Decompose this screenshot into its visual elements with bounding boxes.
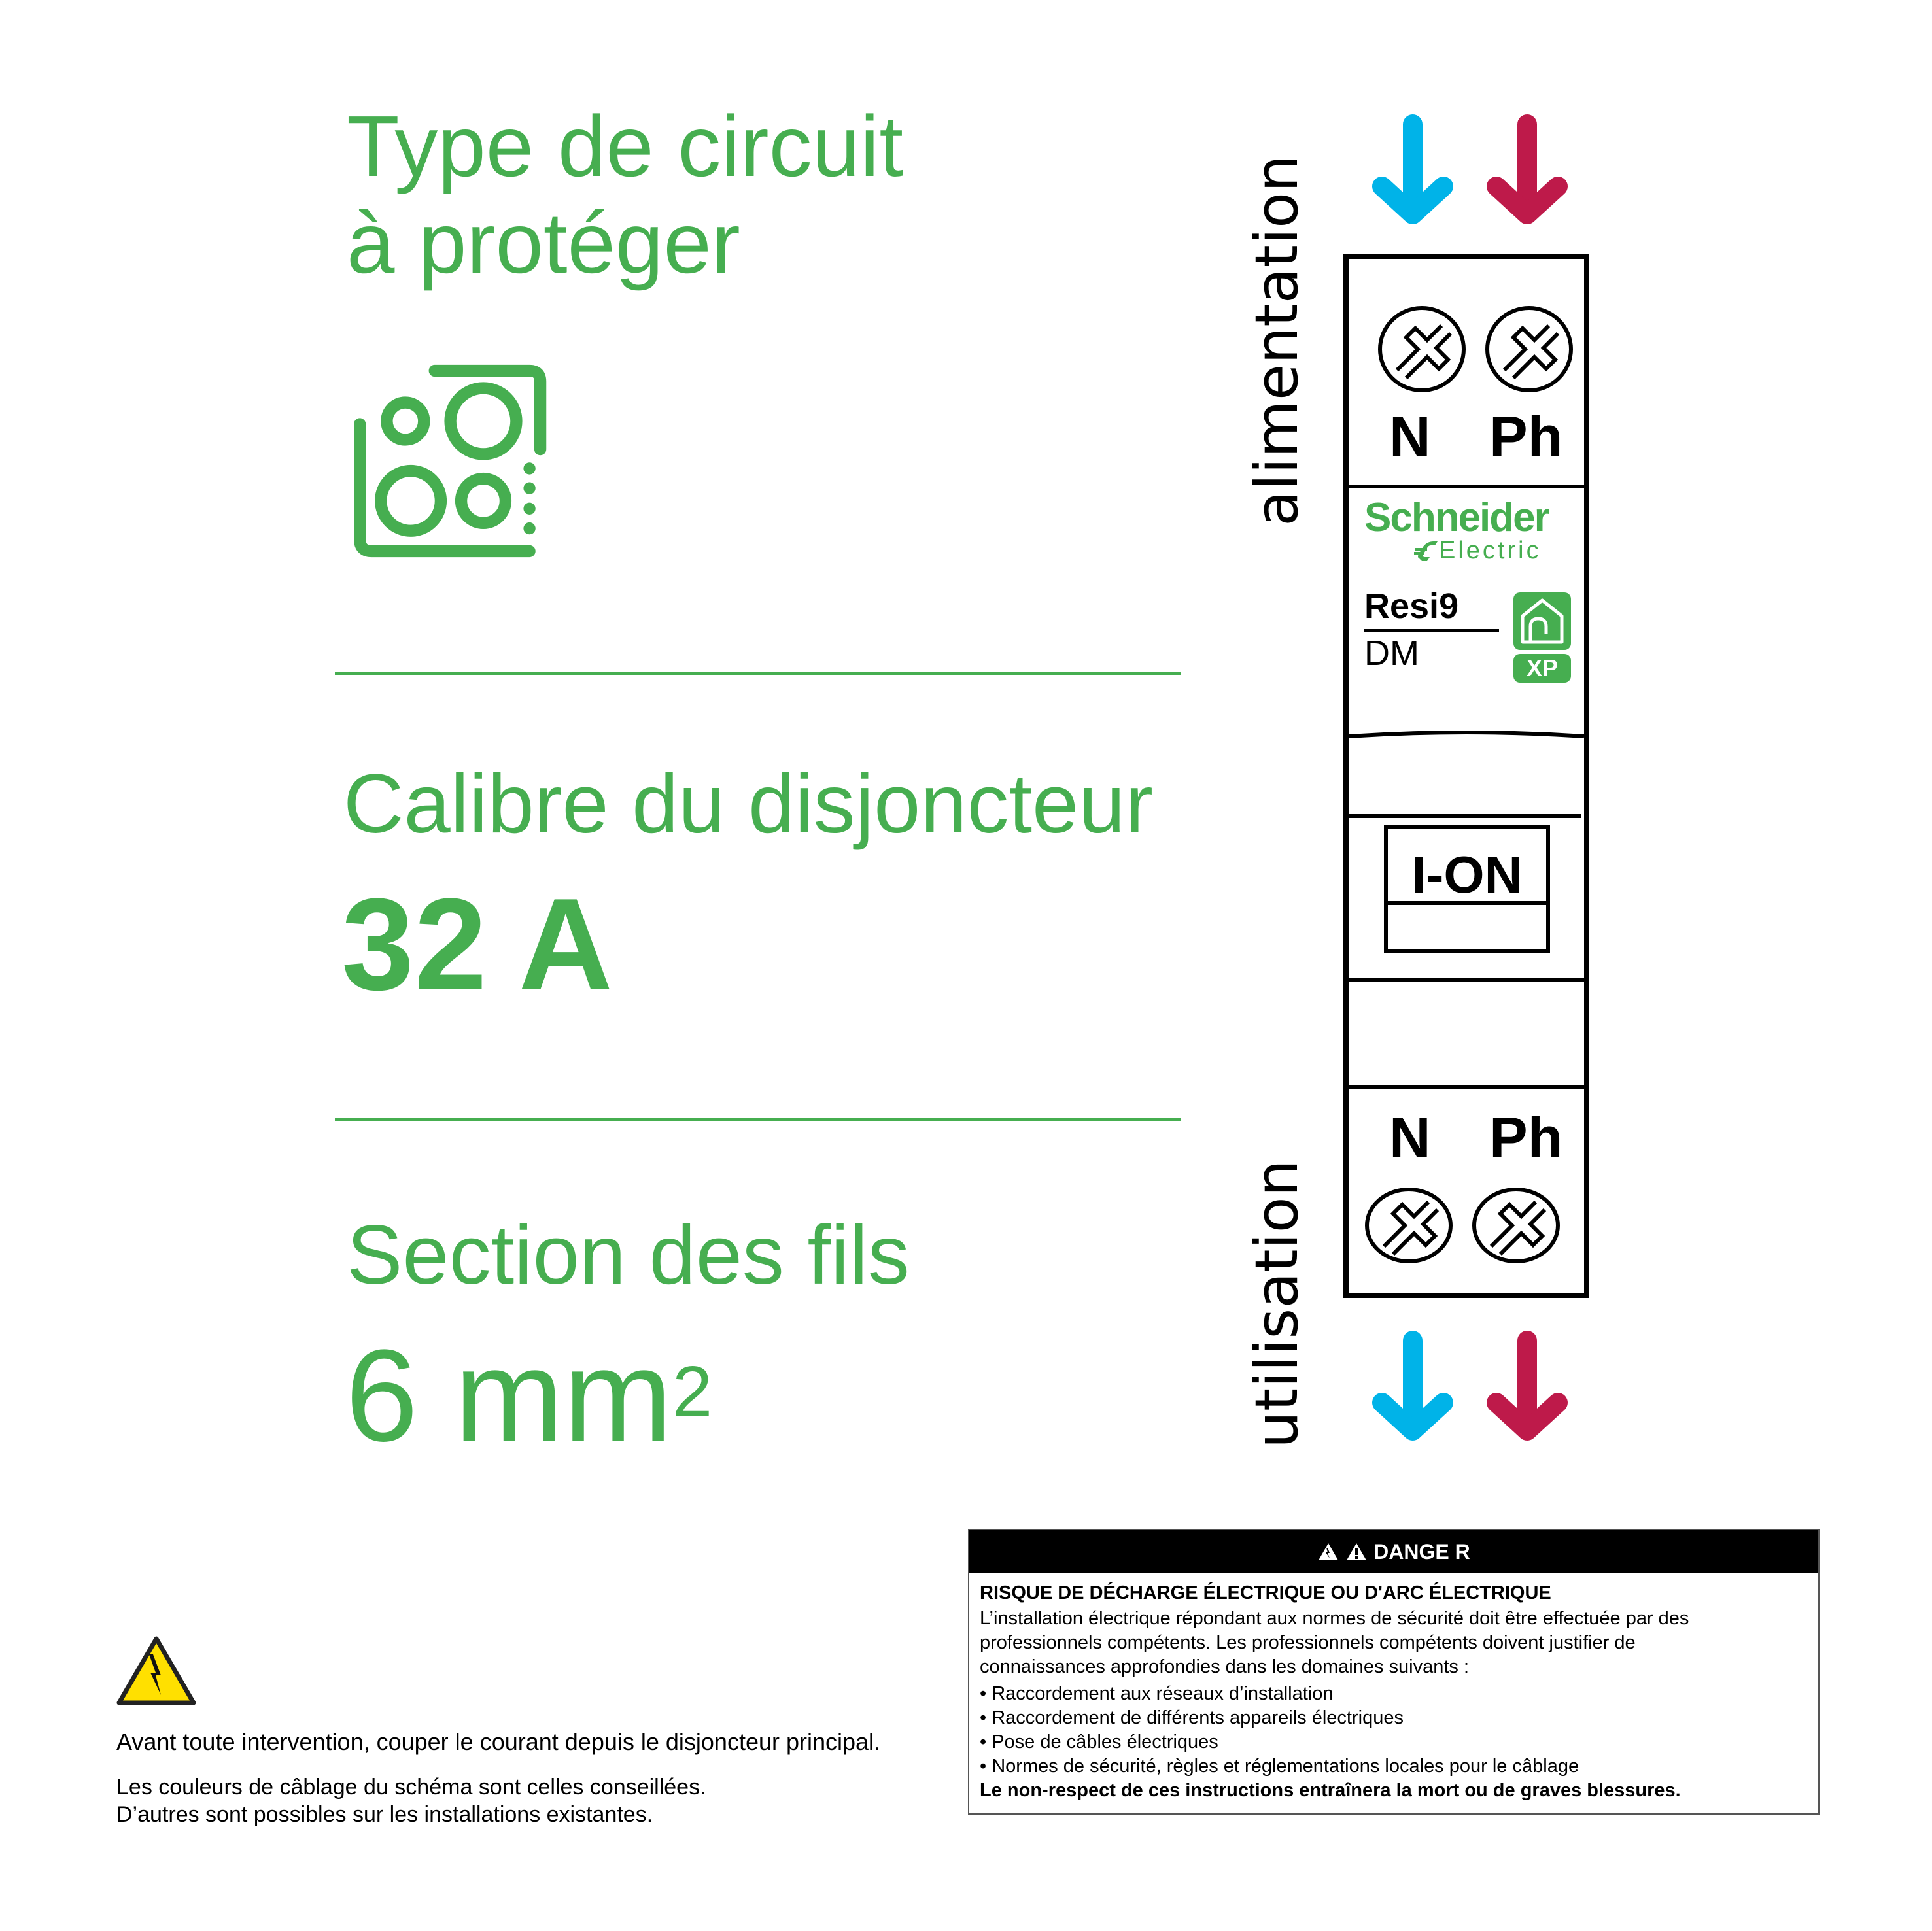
power-off-instruction: Avant toute intervention, couper le cour…	[116, 1728, 881, 1755]
circuit-type-title: Type de circuit à protéger	[347, 98, 903, 292]
wire-section-title: Section des fils	[347, 1208, 910, 1302]
electric-hazard-icon	[1319, 1543, 1339, 1560]
circuit-type-title-line1: Type de circuit	[347, 98, 904, 194]
wire-section-value: 6 mm2	[345, 1323, 713, 1469]
screw-terminal-icon	[1378, 306, 1466, 392]
screw-terminal-icon	[1472, 1188, 1560, 1263]
terminal-label-ph-top: Ph	[1489, 404, 1563, 469]
breaker-section-line	[1349, 485, 1584, 488]
product-line: Resi9	[1364, 587, 1459, 626]
danger-bullet: • Raccordement de différents appareils é…	[980, 1707, 1404, 1728]
schneider-logo-icon	[1414, 541, 1438, 561]
wiring-colors-note: Les couleurs de câblage du schéma sont c…	[116, 1773, 706, 1828]
breaker-rating-value: 32 A	[341, 872, 613, 1017]
cooktop-hob-icon	[354, 364, 547, 558]
product-separator	[1364, 629, 1499, 632]
warning-exclamation-icon	[1347, 1543, 1367, 1560]
breaker-section-line	[1349, 978, 1584, 982]
danger-bullet: • Normes de sécurité, règles et réglemen…	[980, 1756, 1579, 1777]
danger-box: DANGE R RISQUE DE DÉCHARGE ÉLECTRIQUE OU…	[968, 1529, 1820, 1815]
product-type: DM	[1364, 634, 1419, 673]
brand-name: Schneider	[1364, 495, 1550, 540]
breaker-section-line	[1349, 1085, 1584, 1089]
home-badge	[1513, 592, 1571, 650]
load-label: utilisation	[1243, 1159, 1311, 1448]
high-voltage-warning-icon	[116, 1636, 196, 1705]
supply-label: alimentation	[1243, 154, 1311, 526]
danger-bullet: • Raccordement aux réseaux d’installatio…	[980, 1683, 1334, 1704]
toggle-label: I-ON	[1411, 846, 1523, 904]
brand-sub: Electric	[1439, 537, 1542, 564]
arrow-down-icon	[1487, 1331, 1568, 1441]
section-divider	[335, 672, 1181, 675]
arrow-down-icon	[1487, 114, 1568, 224]
wiring-colors-note-line1: Les couleurs de câblage du schéma sont c…	[116, 1775, 706, 1800]
screw-terminal-icon	[1365, 1188, 1453, 1263]
arrow-down-icon	[1372, 114, 1453, 224]
danger-intro-line1: L’installation électrique répondant aux …	[980, 1608, 1689, 1629]
xp-badge: XP	[1513, 654, 1571, 683]
breaker-diagram: N Ph Schneider Electric Resi9 DM XP I-ON…	[1343, 254, 1589, 1298]
toggle-line	[1388, 901, 1546, 905]
danger-bullet: • Pose de câbles électriques	[980, 1732, 1218, 1752]
circuit-type-title-line2: à protéger	[347, 195, 740, 291]
screw-terminal-icon	[1485, 306, 1573, 392]
danger-footer: Le non-respect de ces instructions entra…	[980, 1780, 1681, 1801]
danger-title: RISQUE DE DÉCHARGE ÉLECTRIQUE OU D'ARC É…	[980, 1582, 1551, 1603]
toggle-lever[interactable]: I-ON	[1384, 825, 1550, 953]
terminal-label-n-top: N	[1389, 404, 1431, 469]
danger-header: DANGE R	[969, 1530, 1818, 1573]
arrow-down-icon	[1372, 1331, 1453, 1441]
danger-intro-line3: connaissances approfondies dans les doma…	[980, 1656, 1470, 1677]
danger-label: DANGE R	[1373, 1540, 1470, 1564]
house-icon	[1521, 598, 1564, 644]
danger-body: RISQUE DE DÉCHARGE ÉLECTRIQUE OU D'ARC É…	[980, 1581, 1808, 1803]
lever-cover	[1349, 731, 1584, 818]
danger-intro-line2: professionnels compétents. Les professio…	[980, 1632, 1636, 1653]
terminal-label-n-bottom: N	[1389, 1105, 1431, 1170]
breaker-rating-title: Calibre du disjoncteur	[343, 757, 1153, 851]
section-divider	[335, 1118, 1181, 1121]
wiring-colors-note-line2: D’autres sont possibles sur les installa…	[116, 1802, 653, 1827]
terminal-label-ph-bottom: Ph	[1489, 1105, 1563, 1170]
